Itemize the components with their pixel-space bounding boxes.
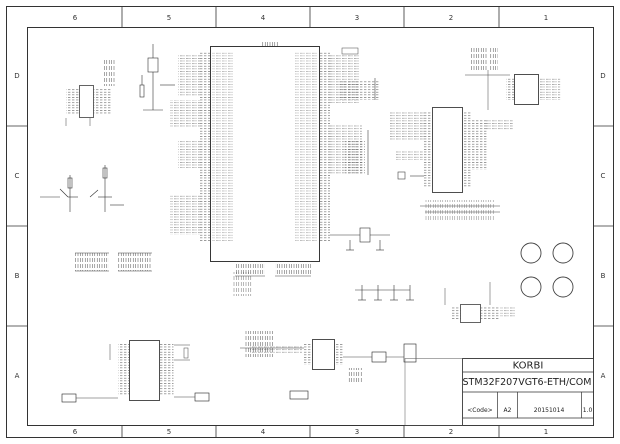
bottom-zone-6: 6	[73, 428, 78, 436]
bottom-zone-2: 2	[449, 428, 453, 436]
zone-dividers	[6, 6, 614, 438]
reset-circuit	[139, 44, 175, 111]
right-zone-D: D	[600, 72, 605, 80]
bottom-zone-5: 5	[167, 428, 171, 436]
mounting-holes	[520, 242, 574, 298]
mounting-hole-2	[552, 242, 574, 264]
company-name: KORBI	[513, 361, 544, 372]
mcu-right-buses	[330, 47, 380, 175]
rj45-connector	[465, 48, 561, 130]
capacitor-bank	[355, 285, 414, 301]
left-zone-C: C	[15, 172, 20, 180]
top-zone-6: 6	[73, 14, 78, 22]
top-zone-2: 2	[449, 14, 453, 22]
sheet-size: A2	[504, 407, 512, 414]
right-zone-C: C	[601, 172, 606, 180]
left-zone-A: A	[15, 372, 20, 380]
mcu-ic	[200, 40, 330, 262]
mcu-left-net-labels	[170, 55, 200, 235]
top-zone-5: 5	[167, 14, 171, 22]
revision-number: 1.0	[583, 407, 593, 414]
flash-ic	[444, 282, 516, 323]
right-zone-labels: D C B A	[600, 72, 605, 380]
document-date: 20151014	[534, 407, 565, 414]
jtag-connector	[65, 60, 116, 126]
top-zone-labels: 6 5 4 3 2 1	[73, 14, 548, 22]
mounting-hole-4	[552, 276, 574, 298]
mounting-hole-1	[520, 242, 542, 264]
can-transceiver-ic	[240, 331, 417, 400]
bottom-zone-3: 3	[355, 428, 359, 436]
right-zone-B: B	[601, 272, 606, 280]
bottom-zone-labels: 6 5 4 3 2 1	[73, 428, 548, 436]
inner-frame	[27, 27, 594, 426]
right-zone-A: A	[601, 372, 606, 380]
mcu-bottom-pins	[232, 261, 311, 296]
top-zone-3: 3	[355, 14, 359, 22]
top-zone-1: 1	[544, 14, 548, 22]
boot-switches	[40, 165, 124, 212]
left-zone-B: B	[15, 272, 20, 280]
bottom-zone-4: 4	[261, 428, 266, 436]
crystal	[330, 227, 390, 251]
ethernet-phy-ic	[390, 107, 500, 220]
title-block: KORBI STM32F207VGT6-ETH/COM <Code> A2 20…	[404, 358, 594, 426]
resistor-arrays	[75, 252, 152, 272]
bottom-zone-1: 1	[544, 428, 548, 436]
serial-transceiver-ic	[61, 340, 210, 403]
schematic-title: STM32F207VGT6-ETH/COM	[463, 377, 592, 388]
mounting-hole-3	[520, 276, 542, 298]
left-zone-D: D	[14, 72, 19, 80]
document-code: <Code>	[467, 407, 492, 414]
left-zone-labels: D C B A	[14, 72, 19, 380]
top-zone-4: 4	[261, 14, 266, 22]
